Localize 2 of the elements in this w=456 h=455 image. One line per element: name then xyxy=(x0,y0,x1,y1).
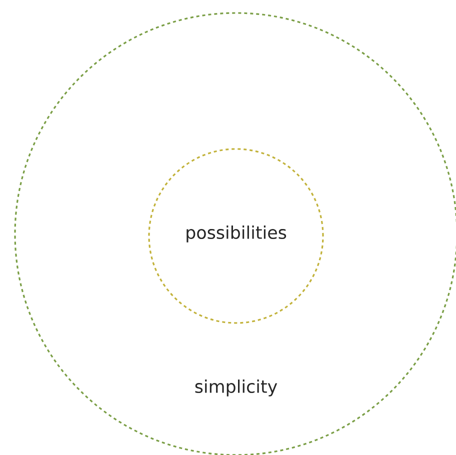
circle-label: simplicity xyxy=(195,380,278,396)
circle-label: possibilities xyxy=(186,226,286,242)
